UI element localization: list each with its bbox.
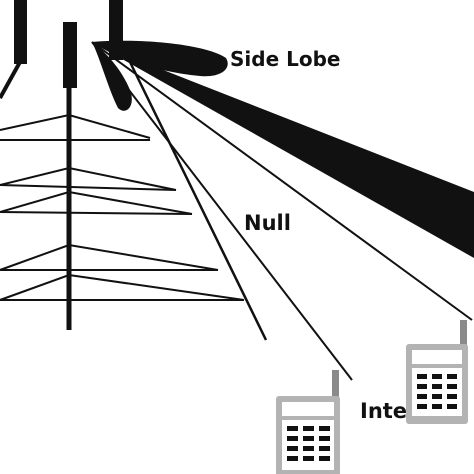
antenna-element-icon [14, 0, 27, 64]
mobile-phone-icon [276, 370, 340, 474]
main-lobe [92, 42, 474, 258]
tower-bracing [0, 113, 245, 301]
null-label: Null [244, 211, 291, 235]
side-lobe [92, 40, 228, 77]
radiation-pattern [91, 40, 474, 381]
side-lobe-label: Side Lobe [230, 47, 340, 71]
back-lobe [92, 42, 132, 111]
null-direction-line [91, 41, 353, 381]
lattice-tower [0, 61, 268, 341]
antenna-mount-left [0, 61, 22, 99]
null-direction-line [91, 41, 473, 321]
tower-right-leg [128, 61, 268, 341]
antenna-element-icon [63, 22, 77, 88]
mobile-phone-icon [406, 320, 468, 424]
